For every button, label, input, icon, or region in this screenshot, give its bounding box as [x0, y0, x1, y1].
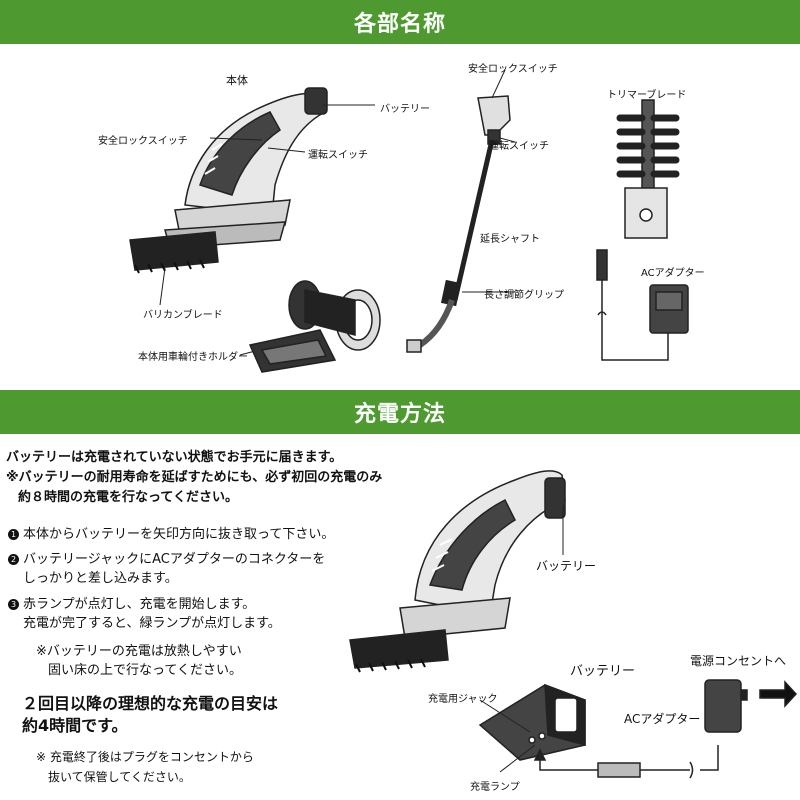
label-charging-jack: 充電用ジャック [428, 694, 498, 705]
highlight-line-2: 約4時間です。 [22, 716, 128, 735]
section-title-parts: 各部名称 [353, 12, 446, 37]
note-2-line-a: ※ 充電終了後はプラグをコンセントから [36, 750, 254, 764]
note-2-line-b: 抜いて保管してください。 [48, 770, 191, 784]
step-2-text-a: バッテリージャックにACアダプターのコネクターを [23, 552, 326, 567]
label-extension-shaft: 延長シャフト [480, 234, 540, 245]
trimmer-blade-illustration [616, 99, 680, 239]
label-trimmer-blade: トリマーブレード [607, 90, 687, 101]
label-charging-lamp: 充電ランプ [470, 782, 520, 793]
step-1: 1 本体からバッテリーを矢印方向に抜き取って下さい。 [8, 523, 334, 542]
note-1-line-a: ※バッテリーの充電は放熱しやすい [36, 644, 242, 659]
trimmer-body-illustration [129, 87, 328, 274]
label-safety-lock: 安全ロックスイッチ [98, 136, 188, 147]
step-3-text-a: 赤ランプが点灯し、充電を開始します。 [23, 597, 256, 612]
label-outlet: 電源コンセントへ [690, 654, 787, 668]
label-ac-adapter: ACアダプター [641, 268, 705, 279]
step-2-line-b: しっかりと差し込みます。 [23, 571, 178, 586]
section-header-charging: 充電方法 [0, 390, 800, 434]
intro-line-1: バッテリーは充電されていない状態でお手元に届きます。 [6, 450, 343, 465]
step-3-number: 3 [8, 599, 19, 610]
extension-pole-illustration [406, 95, 511, 353]
label-pole-safety-lock: 安全ロックスイッチ [468, 64, 558, 75]
note-1-line-b: 固い床の上で行なってください。 [48, 663, 242, 678]
label-body: 本体 [226, 74, 248, 87]
intro-line-2: ※バッテリーの耐用寿命を延ばすためにも、必ず初回の充電のみ [6, 470, 383, 485]
step-1-text: 本体からバッテリーを矢印方向に抜き取って下さい。 [23, 527, 335, 542]
step-3-line-b: 充電が完了すると、緑ランプが点灯します。 [23, 616, 281, 631]
section-header-parts: 各部名称 [0, 0, 800, 44]
charging-cable-illustration [533, 679, 798, 779]
label-holder: 本体用車輪付きホルダー [138, 352, 248, 363]
section-title-charging: 充電方法 [353, 402, 446, 427]
step-1-number: 1 [8, 529, 19, 540]
ac-adapter-illustration [596, 249, 689, 361]
label-run-switch: 運転スイッチ [308, 150, 368, 161]
step-3: 3 赤ランプが点灯し、充電を開始します。 [8, 593, 255, 612]
battery-illustration [478, 683, 586, 761]
step-2-number: 2 [8, 554, 19, 565]
highlight-line-1: ２回目以降の理想的な充電の目安は [22, 694, 279, 713]
trimmer-body-charging-illustration [349, 470, 566, 673]
label-battery-on-body: バッテリー [536, 559, 597, 573]
wheeled-holder-illustration [248, 280, 381, 373]
intro-line-3: 約８時間の充電を行なってください。 [18, 490, 238, 505]
label-length-grip: 長さ調節グリップ [484, 290, 564, 301]
step-2: 2 バッテリージャックにACアダプターのコネクターを [8, 548, 325, 567]
label-battery-detached: バッテリー [570, 664, 636, 679]
label-pole-run-switch: 運転スイッチ [489, 141, 549, 152]
label-battery: バッテリー [380, 104, 430, 115]
label-barber-blade: バリカンブレード [143, 310, 223, 321]
label-adapter-bottom: ACアダプター [624, 712, 701, 726]
